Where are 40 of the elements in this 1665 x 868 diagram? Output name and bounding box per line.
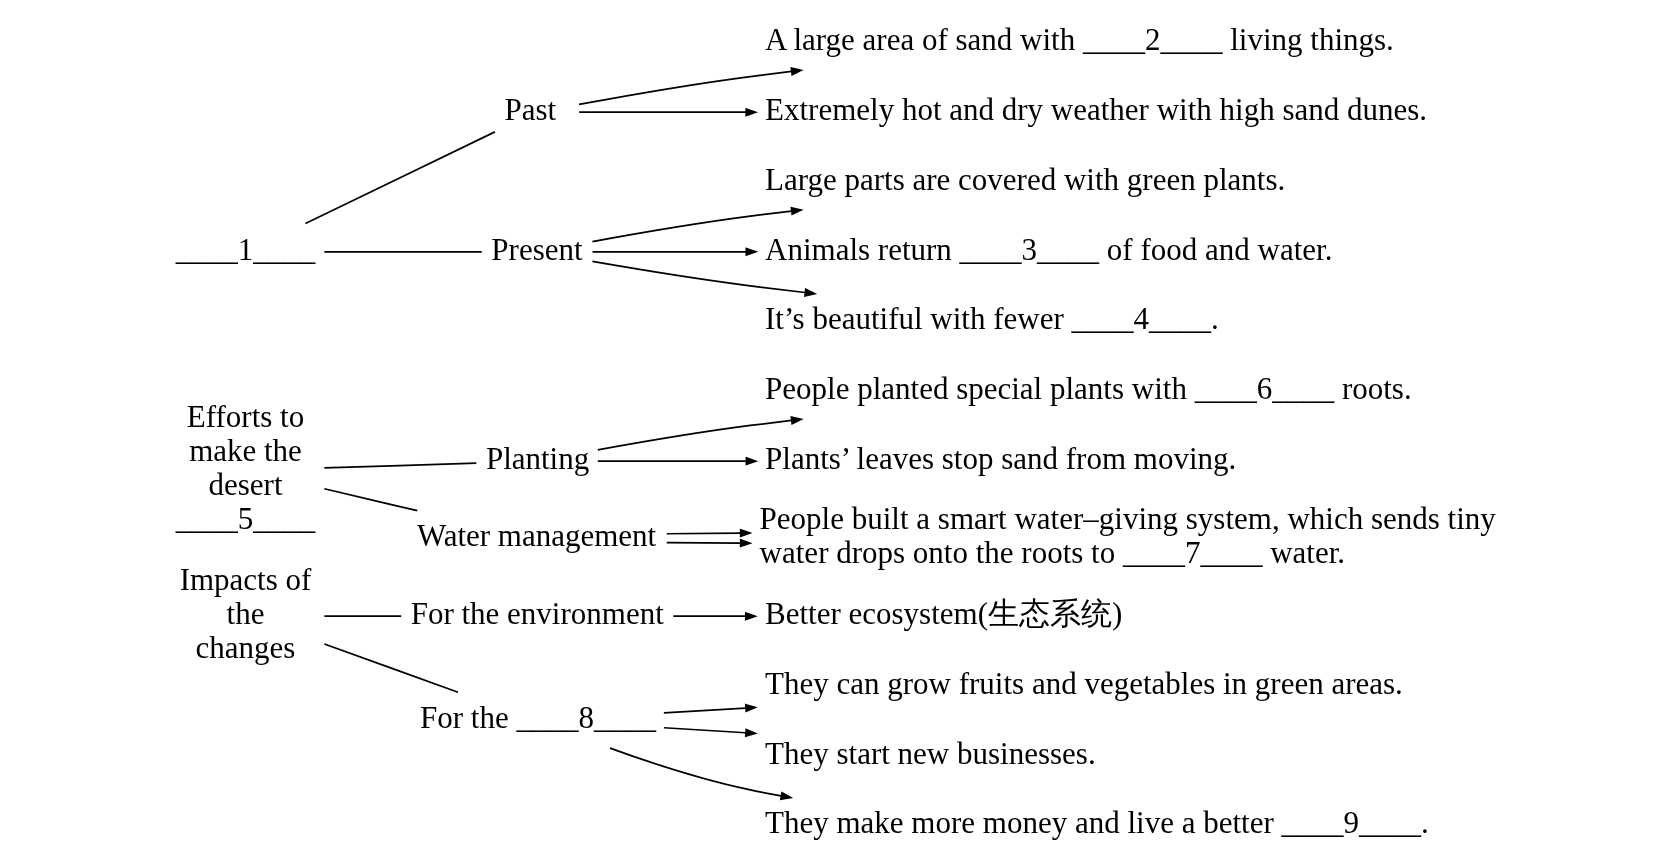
node-text: ____1____ (175, 231, 316, 267)
arrow (672, 611, 758, 621)
connector (323, 487, 419, 512)
connector (323, 643, 459, 694)
arrow (591, 260, 818, 297)
arrow (665, 528, 753, 538)
node-text: Impacts of the changes (179, 561, 312, 666)
node-text: Extremely hot and dry weather with high sand dunes. (765, 91, 1428, 127)
connector (304, 131, 496, 225)
node-text: They make more money and live a better ____9____. (765, 805, 1429, 841)
node-text: It’s beautiful with fewer ____4____. (765, 301, 1219, 337)
node-text: They can grow fruits and vegetables in green areas. (765, 665, 1403, 701)
arrow (578, 67, 804, 106)
arrow (578, 107, 759, 117)
connector (323, 615, 403, 618)
arrow (591, 247, 759, 257)
node-text: Water management (416, 518, 657, 554)
node-text: For the environment (410, 595, 664, 631)
arrow (665, 538, 753, 548)
arrow (663, 726, 758, 738)
node-text: Better ecosystem(生态系统) (765, 595, 1123, 631)
arrow (596, 456, 759, 466)
connector (323, 462, 478, 469)
node-text: Animals return ____3____ of food and water. (765, 231, 1333, 267)
node-text: A large area of sand with ____2____ living things. (765, 22, 1394, 58)
arrow (609, 747, 794, 801)
arrow (663, 703, 758, 714)
arrow (591, 206, 804, 243)
arrow (596, 416, 804, 451)
node-text: Large parts are covered with green plants. (765, 161, 1286, 197)
node-text: People built a smart water–giving system, which sends tiny water drops onto the roots to ____7____ water. (759, 501, 1496, 571)
node-text: Past (504, 91, 557, 127)
connector (323, 250, 483, 253)
node-text: They start new businesses. (765, 735, 1096, 771)
node-text: Planting (485, 440, 590, 476)
node-text: Plants’ leaves stop sand from moving. (765, 440, 1237, 476)
node-text: Efforts to make the desert ____5____ (175, 399, 316, 537)
node-text: Present (491, 231, 583, 267)
node-text: For the ____8____ (419, 699, 656, 735)
node-text: People planted special plants with ____6____ roots. (765, 371, 1412, 407)
